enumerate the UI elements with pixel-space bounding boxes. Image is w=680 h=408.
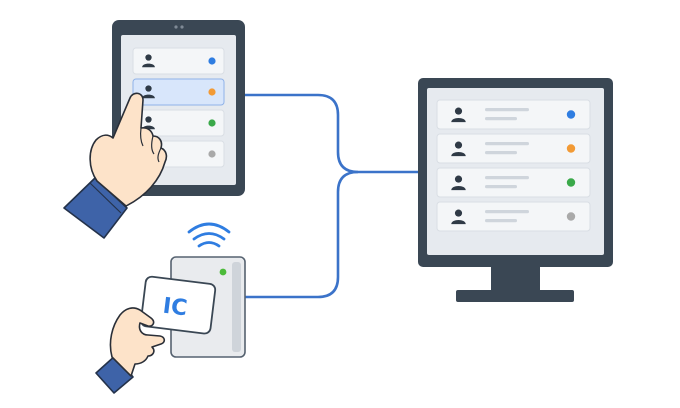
monitor-list-item[interactable] xyxy=(436,201,591,232)
placeholder-line xyxy=(485,108,529,112)
status-dot-icon xyxy=(566,110,576,119)
monitor-user-list xyxy=(436,99,591,232)
pointing-hand-palm xyxy=(89,92,168,207)
monitor-list-item-bg xyxy=(436,201,591,232)
monitor-list-item[interactable] xyxy=(436,99,591,130)
monitor-list-item-bg xyxy=(436,99,591,130)
card-hand-palm xyxy=(109,307,166,377)
monitor-list-item[interactable] xyxy=(436,133,591,164)
monitor-neck xyxy=(491,267,540,290)
placeholder-line xyxy=(485,210,529,214)
card-hand-sleeve xyxy=(95,354,134,394)
monitor-base xyxy=(456,290,574,302)
placeholder-line xyxy=(485,185,517,189)
tablet-list-item[interactable] xyxy=(132,47,225,75)
placeholder-line xyxy=(485,219,517,223)
status-dot-icon xyxy=(566,212,576,221)
connector-reader-to-monitor xyxy=(245,170,359,299)
status-dot-icon xyxy=(566,178,576,187)
tablet-list-item-selected xyxy=(132,78,225,106)
placeholder-line xyxy=(485,176,529,180)
card-holding-hand xyxy=(95,307,166,394)
tablet-list-item-bg xyxy=(132,47,225,75)
ic-card-label: IC xyxy=(161,294,188,322)
status-dot-icon xyxy=(208,57,216,65)
wifi-signal-icon xyxy=(187,222,231,248)
pointing-hand-sleeve xyxy=(63,177,128,239)
monitor-list-item-bg xyxy=(436,133,591,164)
monitor-list-item-bg xyxy=(436,167,591,198)
ic-card[interactable]: IC xyxy=(140,275,217,335)
status-dot-icon xyxy=(208,119,216,127)
card-reader-led xyxy=(219,268,227,276)
monitor xyxy=(418,78,613,302)
tablet-list-item[interactable] xyxy=(132,78,225,106)
status-dot-icon xyxy=(208,88,216,96)
placeholder-line xyxy=(485,151,517,155)
pointing-hand xyxy=(63,92,168,239)
monitor-list-item[interactable] xyxy=(436,167,591,198)
connector-tablet-to-monitor xyxy=(245,93,418,174)
placeholder-line xyxy=(485,117,517,121)
status-dot-icon xyxy=(208,150,216,158)
placeholder-line xyxy=(485,142,529,146)
status-dot-icon xyxy=(566,144,576,153)
